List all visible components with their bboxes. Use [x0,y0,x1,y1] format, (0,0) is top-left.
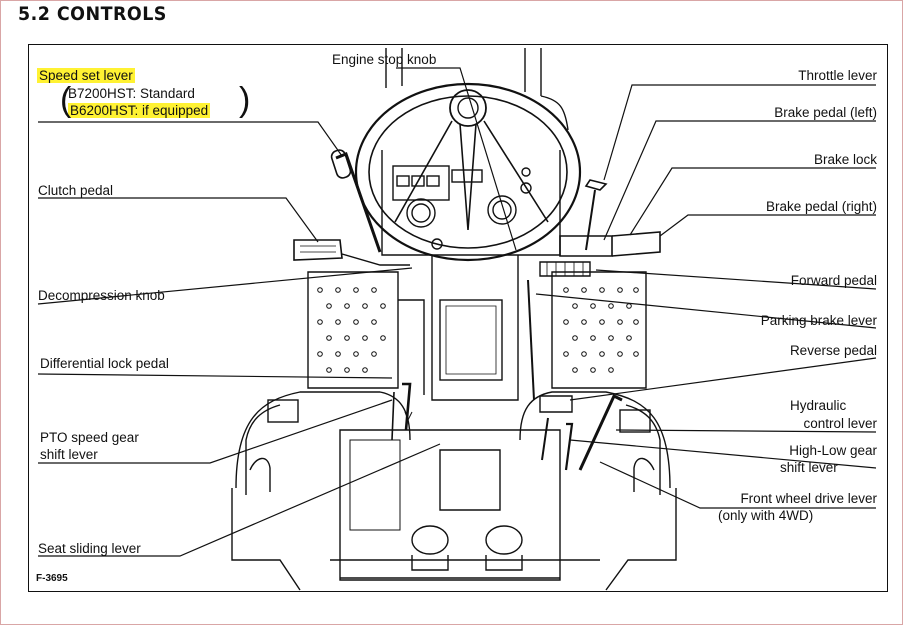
label-pto-shift-lever: shift lever [40,447,98,462]
brace-left: ( [60,81,72,119]
label-differential-lock-pedal: Differential lock pedal [40,356,169,371]
figure-id: F-3695 [36,573,68,584]
label-hydraulic: Hydraulic [790,398,847,413]
figure-frame [28,44,888,592]
label-parking-brake-lever: Parking brake lever [760,313,877,328]
label-reverse-pedal: Reverse pedal [789,343,877,358]
label-throttle-lever: Throttle lever [798,68,877,83]
label-high-low-shift-lever: shift lever [780,460,838,475]
label-control-lever: control lever [803,416,877,431]
label-seat-sliding-lever: Seat sliding lever [38,541,141,556]
label-engine-stop-knob: Engine stop knob [332,52,437,67]
label-pto-speed-gear: PTO speed gear [40,430,139,445]
label-b6200: B6200HST: if equipped [68,103,211,118]
label-b7200: B7200HST: Standard [68,86,195,101]
label-forward-pedal: Forward pedal [790,273,877,288]
label-brake-pedal-left: Brake pedal (left) [774,105,877,120]
brace-right: ) [239,81,251,119]
label-high-low-gear: High-Low gear [789,443,877,458]
label-decompression-knob: Decompression knob [38,288,165,303]
label-front-wheel-drive-lever: Front wheel drive lever [740,491,877,506]
label-brake-pedal-right: Brake pedal (right) [765,199,877,214]
section-title: 5.2 CONTROLS [18,3,167,25]
label-only-with-4wd: (only with 4WD) [718,508,814,523]
label-speed-set-lever: Speed set lever [37,68,135,83]
label-clutch-pedal: Clutch pedal [38,183,114,198]
label-brake-lock: Brake lock [813,152,877,167]
